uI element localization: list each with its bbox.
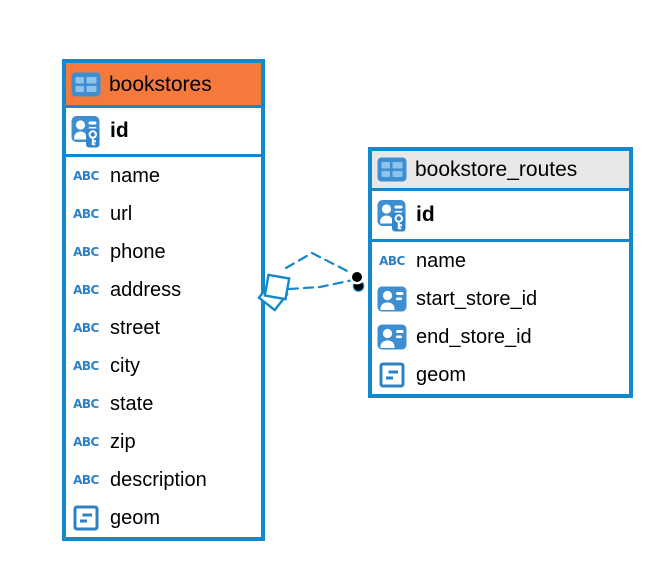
column-row[interactable]: geom [372,356,629,394]
geometry-type-icon [71,505,101,531]
relationship-line-upper[interactable] [284,251,357,277]
text-type-icon: ABC [379,254,405,268]
column-row[interactable]: ABC zip [66,423,261,461]
diamond-marker [257,273,291,312]
text-type-icon: ABC [73,435,99,449]
column-label: geom [110,506,161,529]
column-label: url [110,202,133,225]
primary-key-icon [377,199,408,232]
column-label: id [110,119,129,142]
column-row[interactable]: ABC name [66,157,261,195]
column-row[interactable]: ABC phone [66,233,261,271]
column-label: address [110,278,182,301]
dot-marker [349,269,365,292]
column-row[interactable]: ABC state [66,385,261,423]
column-row-pk[interactable]: id [66,108,261,157]
text-type-icon: ABC [73,207,99,221]
column-label: state [110,392,154,415]
primary-key-icon [71,115,102,148]
text-type-icon: ABC [73,283,99,297]
reference-icon [377,324,407,350]
column-label: street [110,316,161,339]
column-row[interactable]: ABC address [66,271,261,309]
table-icon [377,157,407,182]
text-type-icon: ABC [73,397,99,411]
entity-bookstores-header[interactable]: bookstores [66,63,261,108]
entity-bookstores[interactable]: bookstores id ABC [62,59,265,541]
column-label: phone [110,240,166,263]
entity-bookstore-routes-header[interactable]: bookstore_routes [372,151,629,191]
column-row-pk[interactable]: id [372,191,629,242]
entity-title: bookstore_routes [415,158,578,181]
geometry-type-icon [377,362,407,388]
column-label: end_store_id [416,325,532,348]
table-icon [71,72,101,97]
column-label: id [416,203,435,226]
column-label: name [416,249,467,272]
entity-bookstore-routes[interactable]: bookstore_routes id ABC [368,147,633,398]
column-label: description [110,468,207,491]
entity-title: bookstores [109,72,212,96]
column-label: geom [416,363,467,386]
text-type-icon: ABC [73,473,99,487]
column-label: city [110,354,140,377]
text-type-icon: ABC [73,245,99,259]
column-row[interactable]: ABC description [66,461,261,499]
column-label: name [110,164,161,187]
text-type-icon: ABC [73,169,99,183]
column-row[interactable]: ABC name [372,242,629,280]
column-label: zip [110,430,136,453]
column-row[interactable]: ABC url [66,195,261,233]
relationship-line-lower[interactable] [287,278,355,291]
text-type-icon: ABC [73,359,99,373]
column-row[interactable]: geom [66,499,261,537]
column-row[interactable]: ABC street [66,309,261,347]
column-row[interactable]: start_store_id [372,280,629,318]
column-row[interactable]: ABC city [66,347,261,385]
reference-icon [377,286,407,312]
column-label: start_store_id [416,287,538,310]
text-type-icon: ABC [73,321,99,335]
column-row[interactable]: end_store_id [372,318,629,356]
